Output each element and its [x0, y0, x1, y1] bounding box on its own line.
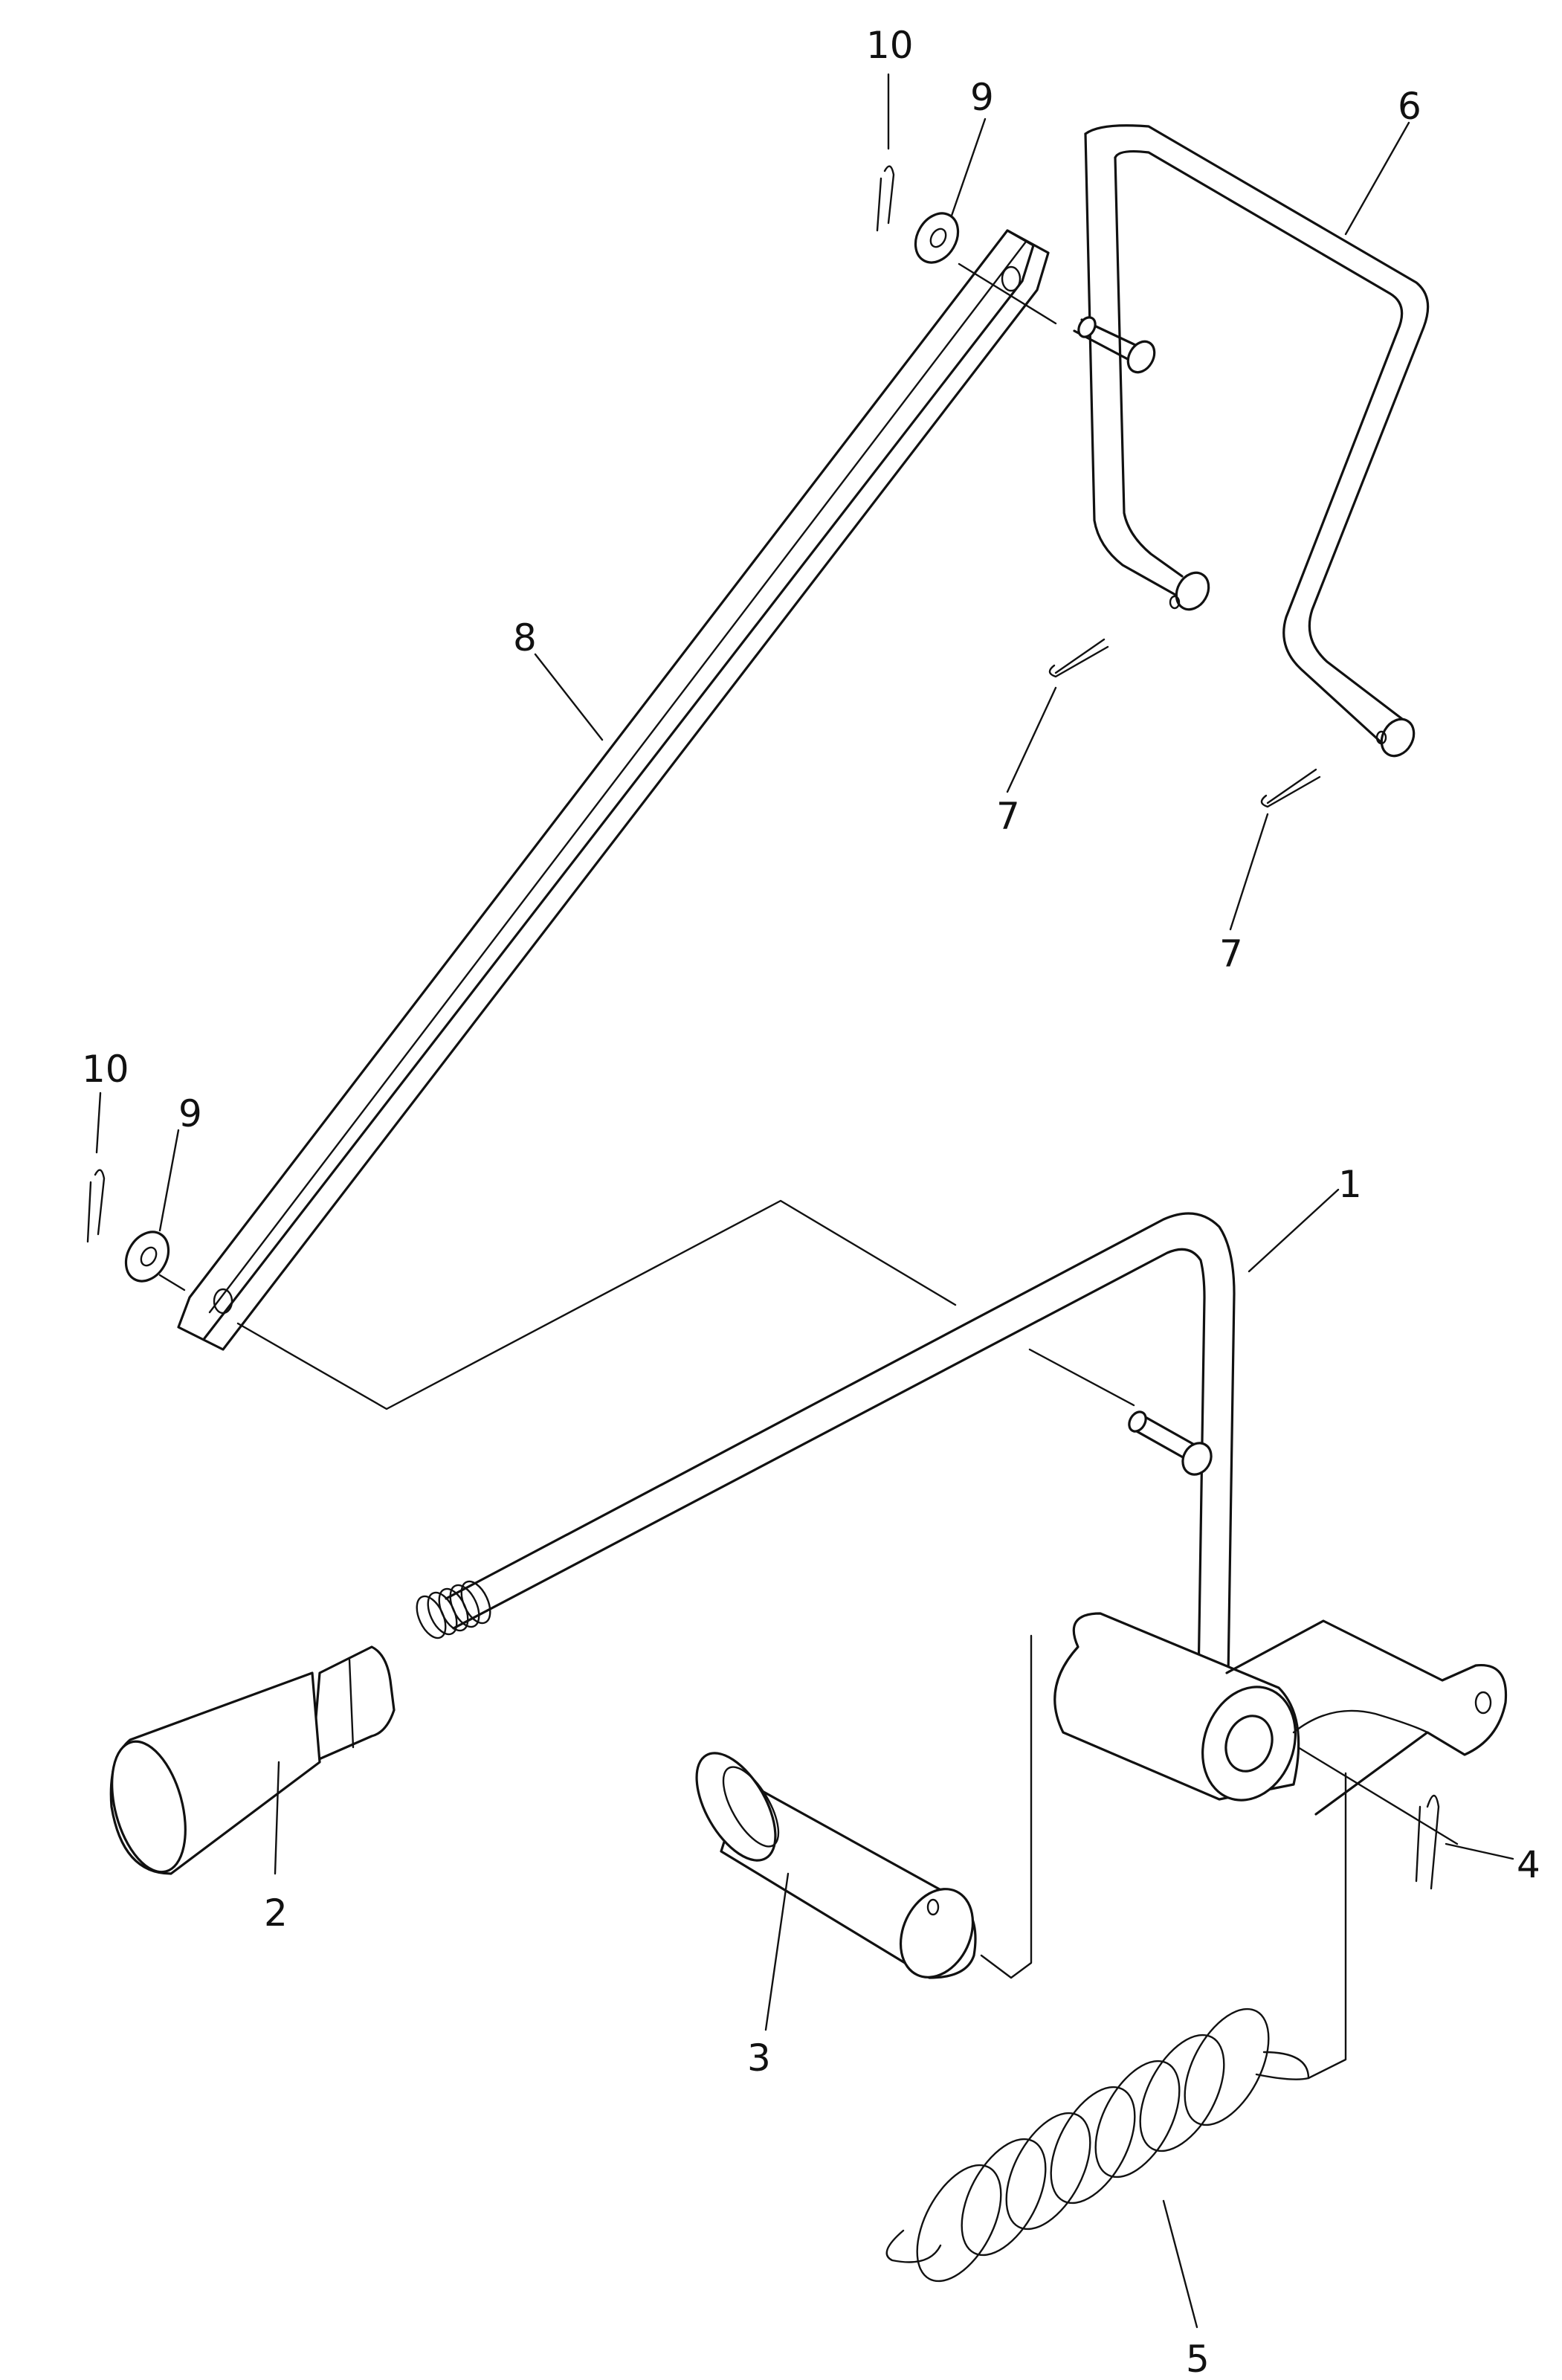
part-6-bent-rod: [1073, 124, 1430, 758]
callout-3: 3: [747, 2036, 771, 2080]
callout-labels: 10 9 6 8 7 7 10 9 1 2 3 4 5: [82, 24, 1540, 2380]
part-3-pin: [695, 1752, 977, 1979]
callout-6: 6: [1398, 85, 1421, 128]
part-4-cotter-pin: [1415, 1794, 1440, 1890]
part-7-cotter-pin-b: [1260, 768, 1321, 808]
part-8-link-bar: [177, 229, 1050, 1351]
callout-5: 5: [1186, 2338, 1210, 2380]
part-10-split-pin-bottom: [86, 1169, 106, 1243]
leader-lines: [95, 73, 1514, 2329]
part-2-knob: [109, 1645, 396, 1875]
callout-8: 8: [513, 616, 537, 660]
callout-7-right: 7: [1219, 932, 1243, 975]
part-9-washer-bottom: [124, 1231, 170, 1283]
callout-4: 4: [1517, 1843, 1540, 1886]
part-7-cotter-pin-a: [1048, 638, 1109, 678]
part-5-spring: [885, 2007, 1310, 2283]
callout-9-bottom: 9: [178, 1092, 202, 1135]
part-10-split-pin-top: [876, 165, 895, 232]
connection-lines: [158, 262, 1459, 2080]
thread: [416, 1580, 491, 1639]
callout-1: 1: [1338, 1163, 1362, 1206]
part-1-lever: [416, 1212, 1508, 1816]
callout-7-left: 7: [996, 795, 1020, 838]
part-9-washer-top: [914, 212, 960, 264]
callout-2: 2: [264, 1892, 288, 1935]
callout-10-bottom: 10: [82, 1048, 129, 1091]
callout-9-top: 9: [970, 76, 994, 119]
callout-10-top: 10: [866, 24, 914, 67]
